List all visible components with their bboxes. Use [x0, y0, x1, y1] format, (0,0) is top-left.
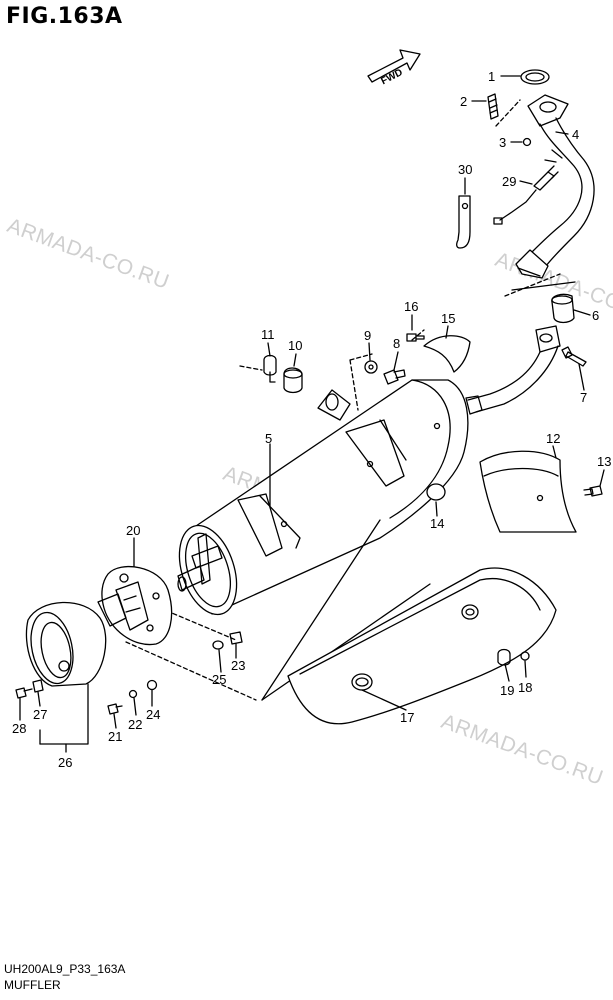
part-exhaust-pipe — [515, 94, 595, 279]
callout-29: 29 — [502, 174, 516, 189]
part-connector-pipe — [465, 325, 561, 415]
part-grommet — [497, 648, 511, 666]
part-baffle-plate — [97, 566, 173, 646]
part-washer-24 — [146, 679, 158, 691]
fwd-arrow — [367, 49, 421, 83]
part-washer-22 — [128, 689, 138, 699]
part-oxygen-sensor — [493, 165, 559, 225]
callout-11: 11 — [261, 327, 275, 342]
part-bolt-16 — [406, 333, 425, 342]
callout-21: 21 — [108, 729, 122, 744]
callout-20: 20 — [126, 523, 140, 538]
part-bolt-11 — [263, 354, 277, 383]
callout-13: 13 — [597, 454, 611, 469]
leader-lines — [19, 75, 605, 753]
callout-27: 27 — [33, 707, 47, 722]
callout-16: 16 — [404, 299, 418, 314]
part-nut-23 — [229, 631, 243, 645]
callout-1: 1 — [488, 69, 495, 84]
part-bolt-8 — [383, 369, 406, 385]
part-muffler — [177, 379, 469, 616]
callout-2: 2 — [460, 94, 467, 109]
part-bolt-13 — [583, 485, 603, 497]
callout-30: 30 — [458, 162, 472, 177]
callout-3: 3 — [499, 135, 506, 150]
callout-26: 26 — [58, 755, 72, 770]
leader-line-pipe — [511, 281, 576, 291]
callout-22: 22 — [128, 717, 142, 732]
part-heat-shield-lower — [287, 567, 557, 725]
callout-28: 28 — [12, 721, 26, 736]
part-stud-bolt — [487, 93, 499, 120]
part-heat-cover-small — [423, 335, 471, 373]
part-bolt-28 — [15, 687, 33, 699]
figure-title: FIG.163A — [6, 4, 123, 29]
callout-7: 7 — [580, 390, 587, 405]
part-bracket — [456, 195, 471, 249]
callout-4: 4 — [572, 127, 579, 142]
figure-name: MUFFLER — [4, 978, 61, 992]
part-heat-shield-rear — [479, 450, 577, 533]
leader-line-muffler — [261, 519, 381, 701]
callout-numbers: 1 2 3 4 5 6 7 8 9 10 11 12 13 14 15 16 1… — [12, 69, 611, 770]
part-damper — [283, 367, 303, 394]
callout-19: 19 — [500, 683, 514, 698]
callout-9: 9 — [364, 328, 371, 343]
part-end-cap — [25, 601, 107, 687]
callout-15: 15 — [441, 311, 455, 326]
part-bolt-21 — [107, 703, 123, 715]
part-washer — [364, 360, 378, 374]
part-nut-27 — [32, 679, 44, 693]
callout-25: 25 — [212, 672, 226, 687]
figure-code: UH200AL9_P33_163A — [4, 962, 126, 976]
leader-dashes-top — [495, 99, 561, 297]
part-joint-gasket — [551, 293, 575, 324]
callout-6: 6 — [592, 308, 599, 323]
part-washer-25 — [212, 640, 224, 650]
callout-10: 10 — [288, 338, 302, 353]
callout-17: 17 — [400, 710, 414, 725]
callout-8: 8 — [393, 336, 400, 351]
callout-23: 23 — [231, 658, 245, 673]
callout-12: 12 — [546, 431, 560, 446]
callout-5: 5 — [265, 431, 272, 446]
part-collar — [520, 651, 530, 661]
part-bolt-7 — [561, 346, 587, 367]
callout-18: 18 — [518, 680, 532, 695]
callout-14: 14 — [430, 516, 444, 531]
callout-24: 24 — [146, 707, 160, 722]
part-gasket — [520, 69, 550, 85]
leader-dashes-muffler — [125, 329, 425, 701]
part-nut — [522, 137, 532, 147]
